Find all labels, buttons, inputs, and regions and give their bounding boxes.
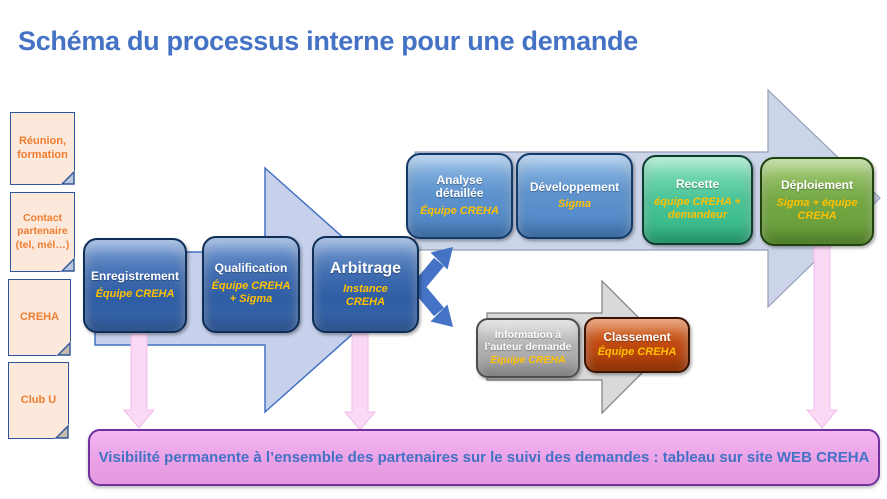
pink-arrow-arbitrage-icon — [343, 332, 377, 431]
visibility-banner: Visibilité permanente à l’ensemble des p… — [88, 429, 880, 486]
step-team: Équipe CREHA — [597, 346, 677, 359]
folded-corner-icon — [53, 423, 70, 440]
pink-arrow-deploiement-icon — [805, 245, 839, 429]
step-title: Développement — [529, 179, 620, 194]
step-team: équipe CREHA + demandeur — [654, 195, 741, 221]
step-team: Équipe CREHA — [95, 287, 175, 300]
step-title: Enregistrement — [90, 269, 180, 283]
step-title: Qualification — [214, 261, 288, 276]
step-team: Équipe CREHA + Sigma — [211, 280, 291, 306]
source-note-creha: CREHA — [8, 279, 72, 357]
folded-corner-icon — [59, 256, 76, 273]
process-step-qualification: Qualification Équipe CREHA + Sigma — [202, 236, 300, 333]
note-label: Club U — [20, 393, 57, 406]
source-note-club-u: Club U — [8, 362, 70, 440]
process-step-enregistrement: Enregistrement Équipe CREHA — [83, 238, 187, 333]
step-title: Arbitrage — [329, 260, 402, 278]
folded-corner-icon — [55, 340, 72, 357]
pink-arrow-enregistrement-icon — [122, 333, 156, 429]
process-step-classement: Classement Équipe CREHA — [584, 317, 690, 373]
process-step-information-auteur: Information à l’auteur demande Équipe CR… — [476, 318, 580, 378]
process-step-developpement: Développement Sigma — [516, 153, 633, 239]
step-team: Équipe CREHA — [490, 354, 566, 367]
source-note-reunion: Réunion, formation — [10, 112, 76, 186]
step-title: Déploiement — [780, 178, 853, 193]
note-label: CREHA — [19, 310, 60, 323]
process-step-arbitrage: Arbitrage Instance CREHA — [312, 236, 419, 333]
folded-corner-icon — [59, 169, 76, 186]
step-title: Recette — [675, 176, 720, 191]
step-team: Instance CREHA — [343, 282, 388, 308]
step-team: Équipe CREHA — [420, 205, 499, 218]
note-label: Contact partenaire (tel, mél…) — [15, 212, 70, 251]
page-title: Schéma du processus interne pour une dem… — [18, 26, 638, 56]
double-arrow-icon — [409, 247, 453, 327]
process-step-analyse-detaillee: Analyse détaillée Équipe CREHA — [406, 153, 513, 239]
step-title: Analyse détaillée — [435, 172, 484, 201]
step-team: Sigma — [557, 198, 591, 211]
step-team: Sigma + équipe CREHA — [776, 197, 858, 223]
step-title: Classement — [603, 329, 671, 344]
process-step-deploiement: Déploiement Sigma + équipe CREHA — [760, 157, 874, 246]
step-title: Information à l’auteur demande — [484, 329, 572, 354]
visibility-banner-text: Visibilité permanente à l’ensemble des p… — [98, 449, 870, 466]
source-note-contact: Contact partenaire (tel, mél…) — [10, 192, 76, 273]
note-label: Réunion, formation — [17, 134, 68, 161]
process-step-recette: Recette équipe CREHA + demandeur — [642, 155, 753, 245]
